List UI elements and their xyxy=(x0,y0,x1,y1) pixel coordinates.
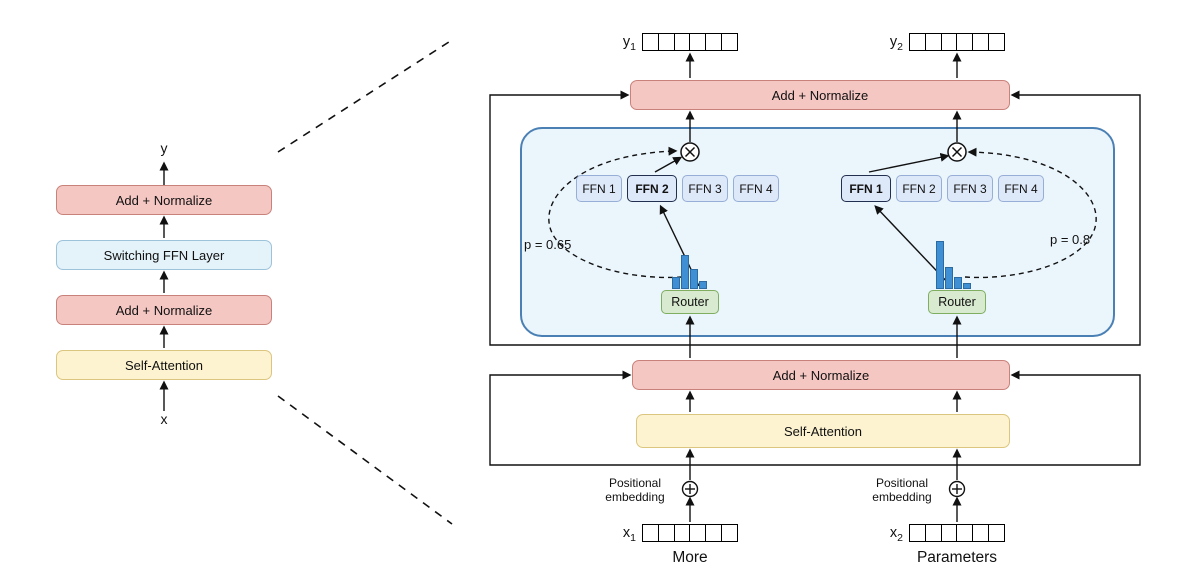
router-histogram-left xyxy=(672,241,707,289)
embedding-cell xyxy=(926,525,942,541)
embedding-cell xyxy=(643,525,659,541)
embedding-cell xyxy=(706,34,723,50)
embedding-cell xyxy=(910,34,926,50)
embedding-cell xyxy=(942,525,958,541)
router-histogram-right xyxy=(936,241,971,289)
router-left: Router xyxy=(661,290,719,314)
embedding-cell xyxy=(957,525,974,541)
expert-ffn-4-right: FFN 4 xyxy=(998,175,1044,202)
left-add-normalize-top: Add + Normalize xyxy=(56,185,272,215)
histogram-bar xyxy=(954,277,962,289)
plus-icon xyxy=(948,480,966,498)
positional-embedding-label-right: Positional embedding xyxy=(865,476,939,504)
embedding-cell xyxy=(675,525,691,541)
embedding-cell xyxy=(675,34,691,50)
output-label-sub: 1 xyxy=(630,40,636,53)
histogram-bar xyxy=(672,277,680,289)
zoom-dashed-lines xyxy=(277,39,453,525)
positional-label-line1: Positional xyxy=(875,476,929,490)
right-add-normalize-top: Add + Normalize xyxy=(630,80,1010,110)
embedding-cell xyxy=(722,34,737,50)
probability-label-right: p = 0.8 xyxy=(1050,232,1091,247)
expert-ffn-3-left: FFN 3 xyxy=(682,175,728,202)
probability-label-left: p = 0.65 xyxy=(524,237,572,252)
expert-ffn-1-left: FFN 1 xyxy=(576,175,622,202)
embedding-cell xyxy=(989,525,1004,541)
expert-ffn-2-right: FFN 2 xyxy=(896,175,942,202)
histogram-bar xyxy=(699,281,707,289)
histogram-bar xyxy=(945,267,953,289)
positional-embedding-label-left: Positional embedding xyxy=(598,476,672,504)
left-self-attention: Self-Attention xyxy=(56,350,272,380)
right-add-normalize-mid: Add + Normalize xyxy=(632,360,1010,390)
output-label-base: y xyxy=(622,34,631,50)
positional-label-line1: Positional xyxy=(608,476,662,490)
embedding-cell xyxy=(722,525,737,541)
input-embedding-x1 xyxy=(642,524,738,542)
embedding-cell xyxy=(706,525,723,541)
embedding-cell xyxy=(690,34,707,50)
embedding-cell xyxy=(643,34,659,50)
embedding-cell xyxy=(659,34,675,50)
embedding-cell xyxy=(989,34,1004,50)
positional-label-line2: embedding xyxy=(605,489,665,504)
histogram-bar xyxy=(936,241,944,289)
output-embedding-y1 xyxy=(642,33,738,51)
output-embedding-y2 xyxy=(909,33,1005,51)
embedding-cell xyxy=(957,34,974,50)
expert-ffn-2-left-selected: FFN 2 xyxy=(627,175,677,202)
histogram-bar xyxy=(963,283,971,289)
left-output-label: y xyxy=(160,140,168,156)
input-embedding-x2 xyxy=(909,524,1005,542)
input-word-more: More xyxy=(672,549,708,566)
router-right: Router xyxy=(928,290,986,314)
input-label-base: x xyxy=(622,525,631,541)
output-label-sub: 2 xyxy=(897,40,903,53)
histogram-bar xyxy=(681,255,689,289)
left-input-label: x xyxy=(160,411,168,427)
embedding-cell xyxy=(973,34,990,50)
expert-ffn-1-right-selected: FFN 1 xyxy=(841,175,891,202)
output-label-y2: y2 xyxy=(865,33,903,56)
embedding-cell xyxy=(926,34,942,50)
input-label-sub: 1 xyxy=(630,531,636,544)
left-switching-ffn-layer: Switching FFN Layer xyxy=(56,240,272,270)
embedding-cell xyxy=(910,525,926,541)
output-label-y1: y1 xyxy=(598,33,636,56)
left-add-normalize-bottom: Add + Normalize xyxy=(56,295,272,325)
embedding-cell xyxy=(973,525,990,541)
embedding-cell xyxy=(942,34,958,50)
input-label-base: x xyxy=(889,525,898,541)
embedding-cell xyxy=(690,525,707,541)
embedding-cell xyxy=(659,525,675,541)
right-self-attention: Self-Attention xyxy=(636,414,1010,448)
output-label-base: y xyxy=(889,34,898,50)
plus-icon xyxy=(681,480,699,498)
expert-ffn-3-right: FFN 3 xyxy=(947,175,993,202)
input-label-x1: x1 xyxy=(598,524,636,547)
histogram-bar xyxy=(690,269,698,289)
positional-label-line2: embedding xyxy=(872,489,932,504)
input-label-sub: 2 xyxy=(897,531,903,544)
input-word-parameters: Parameters xyxy=(916,549,998,566)
switching-ffn-layer-container xyxy=(520,127,1115,337)
input-label-x2: x2 xyxy=(865,524,903,547)
expert-ffn-4-left: FFN 4 xyxy=(733,175,779,202)
